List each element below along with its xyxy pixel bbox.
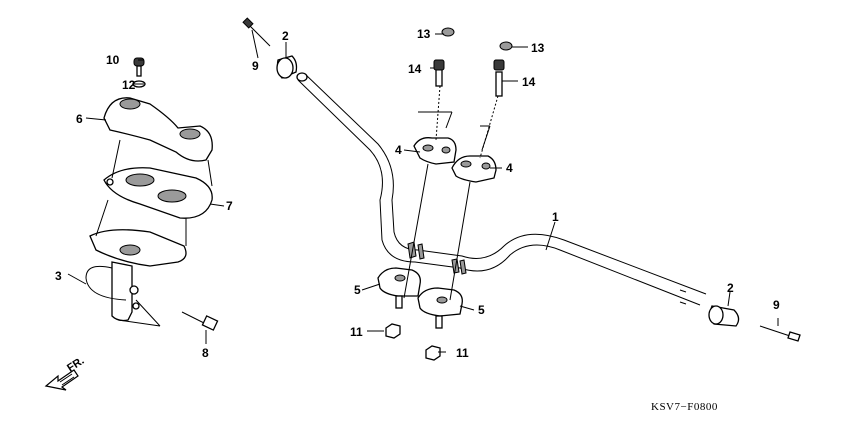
callout-2-right: 2 <box>727 281 734 295</box>
callout-2-left: 2 <box>282 29 289 43</box>
front-direction-arrow-icon <box>44 369 79 391</box>
holder-bolt-right <box>493 59 505 97</box>
callout-13-left: 13 <box>417 27 431 41</box>
callout-9-right: 9 <box>773 298 780 312</box>
callout-1: 1 <box>552 210 559 224</box>
handlebar-bracket <box>85 229 187 322</box>
handlebar-upper-holder-right <box>451 155 497 183</box>
callout-12: 12 <box>122 78 136 92</box>
callout-3: 3 <box>55 269 62 283</box>
bar-end-screw-right <box>759 325 801 342</box>
handlebar-pipe <box>296 72 707 306</box>
handlebar-holder-plate <box>103 167 213 219</box>
callout-14-left: 14 <box>408 62 422 76</box>
bolt-8 <box>181 311 219 331</box>
holder-nut-right <box>425 345 441 361</box>
callout-8: 8 <box>202 346 209 360</box>
callout-10: 10 <box>106 53 120 67</box>
callout-4-right: 4 <box>506 161 513 175</box>
holder-nut-left <box>385 323 401 339</box>
holder-bolt-left <box>433 59 445 87</box>
front-label: FR. <box>65 355 86 375</box>
handlebar-upper-cover <box>103 97 213 162</box>
callout-6: 6 <box>76 112 83 126</box>
bolt-cap-right <box>499 41 513 51</box>
screw-10 <box>133 57 145 77</box>
callout-11-left: 11 <box>350 325 363 339</box>
handlebar-upper-holder-left <box>413 137 457 165</box>
bar-end-weight-right <box>708 305 740 327</box>
leader-lines <box>67 29 779 353</box>
callout-14-right: 14 <box>522 75 536 89</box>
callout-4-left: 4 <box>395 143 402 157</box>
callout-11-right: 11 <box>456 346 469 360</box>
handlebar-lower-holder-right <box>417 287 463 329</box>
callout-5-left: 5 <box>354 283 361 297</box>
bar-end-screw-left <box>242 17 271 47</box>
handlebar-lower-holder-left <box>377 267 421 309</box>
callout-7: 7 <box>226 199 233 213</box>
bolt-cap-left <box>441 27 455 37</box>
bar-end-weight-left <box>276 55 298 79</box>
callout-5-right: 5 <box>478 303 485 317</box>
callout-13-right: 13 <box>531 41 545 55</box>
diagram-code: KSV7−F0800 <box>651 401 718 413</box>
callout-9-left: 9 <box>252 59 259 73</box>
